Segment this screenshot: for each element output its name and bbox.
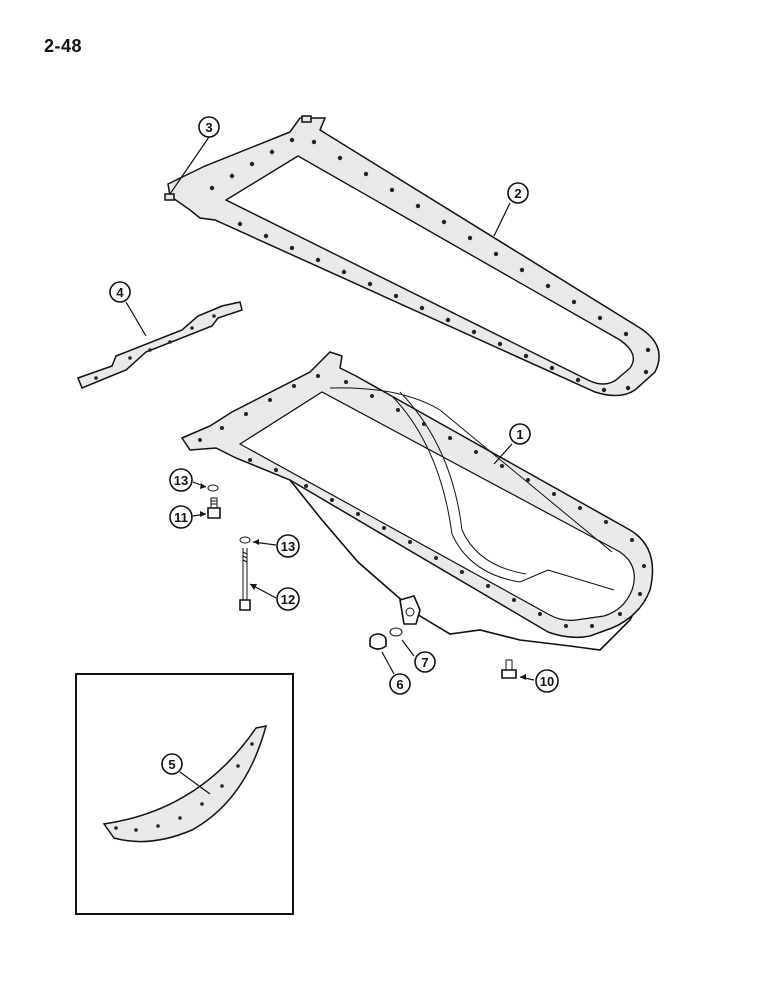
svg-text:10: 10 — [540, 674, 554, 689]
lock-washer — [239, 536, 277, 546]
callout-7: 7 — [414, 651, 436, 673]
gasket-tab — [164, 115, 312, 201]
callout-5: 5 — [161, 753, 183, 775]
leader-2 — [493, 202, 511, 237]
svg-text:12: 12 — [281, 592, 295, 607]
curved-gasket-seal — [102, 725, 268, 843]
callout-3: 3 — [198, 116, 220, 138]
svg-text:13: 13 — [174, 473, 188, 488]
svg-text:5: 5 — [168, 757, 175, 772]
callout-4: 4 — [109, 281, 131, 303]
svg-text:7: 7 — [421, 655, 428, 670]
cap-screw — [192, 497, 221, 519]
oil-pan — [180, 351, 654, 651]
page-number: 2-48 — [44, 36, 83, 56]
callout-12: 12 — [276, 587, 300, 611]
callout-6: 6 — [389, 673, 411, 695]
drain-plug — [369, 633, 395, 675]
svg-text:13: 13 — [281, 539, 295, 554]
front-gasket-strip — [77, 301, 243, 389]
svg-text:3: 3 — [205, 120, 212, 135]
svg-text:2: 2 — [514, 186, 521, 201]
callout-13-upper: 13 — [169, 468, 193, 492]
svg-text:6: 6 — [396, 677, 403, 692]
callout-13-lower: 13 — [276, 534, 300, 558]
callout-2: 2 — [507, 182, 529, 204]
svg-text:11: 11 — [174, 510, 188, 525]
leader-3 — [169, 136, 210, 195]
svg-text:4: 4 — [116, 285, 124, 300]
drain-plug-washer — [389, 627, 415, 657]
oil-pan-gasket — [167, 117, 660, 397]
callout-10: 10 — [535, 669, 559, 693]
inset-panel — [75, 673, 294, 915]
leader-5 — [179, 771, 211, 795]
svg-text:1: 1 — [516, 427, 523, 442]
leader-1 — [493, 443, 513, 465]
leader-4 — [125, 301, 147, 337]
long-bolt — [239, 548, 277, 611]
callout-1: 1 — [509, 423, 531, 445]
lock-washer — [192, 481, 219, 492]
callout-11: 11 — [169, 505, 193, 529]
cap-screw — [501, 659, 535, 681]
